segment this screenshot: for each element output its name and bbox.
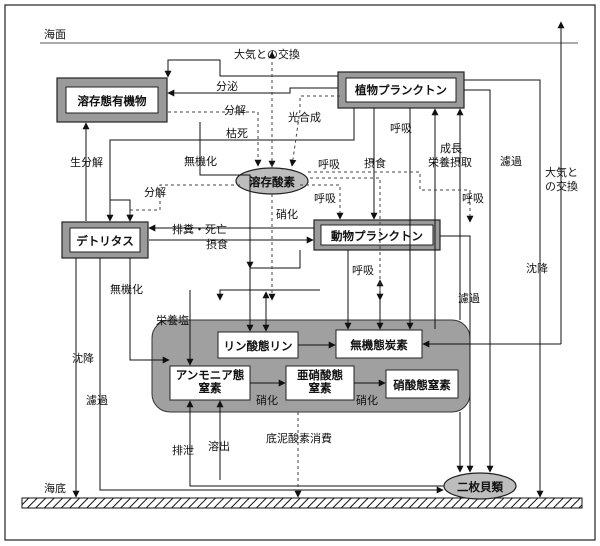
elution-label: 溶出 bbox=[208, 440, 230, 453]
ammonium-label: アンモニア態窒素 bbox=[175, 368, 245, 395]
phosphate-box bbox=[217, 331, 299, 359]
filtration-left-label: 濾過 bbox=[86, 394, 108, 407]
zooplankton-box-inner bbox=[320, 224, 434, 246]
sea-floor-hatch bbox=[21, 497, 583, 509]
phytoplankton-label: 植物プランクトン bbox=[355, 83, 447, 97]
excretion-label: 排泄 bbox=[172, 444, 194, 457]
nitrification-label-1: 硝化 bbox=[256, 394, 278, 407]
ammonium-box bbox=[169, 365, 251, 401]
decomposition-top-label: 分解 bbox=[224, 104, 246, 117]
decomposition-mid-label: 分解 bbox=[144, 186, 166, 199]
sedimentation-left-label: 沈降 bbox=[72, 352, 94, 365]
secretion-label: 分泌 bbox=[216, 80, 238, 93]
bivalves-label: 二枚貝類 bbox=[457, 480, 503, 494]
dissolved-oxygen-label: 溶存酸素 bbox=[249, 175, 295, 189]
nitrite-label: 亜硝酸態窒素 bbox=[297, 368, 343, 395]
respiration-lower-label: 呼吸 bbox=[352, 264, 374, 277]
air-exchange-right-label-2: の交換 bbox=[545, 180, 578, 193]
feeding-label: 摂食 bbox=[206, 238, 228, 251]
zooplankton-label: 動物プランクトン bbox=[331, 229, 423, 243]
sedimentation-right-label: 沈降 bbox=[526, 262, 548, 275]
bio-decomposition-label: 生分解 bbox=[70, 156, 103, 169]
nitrate-label: 硝酸態窒素 bbox=[393, 378, 451, 392]
mineralization-left-label: 無機化 bbox=[110, 283, 143, 296]
detritus-label: デトリタス bbox=[76, 234, 134, 248]
respiration-right-label: 呼吸 bbox=[462, 192, 484, 205]
outer-frame bbox=[4, 4, 596, 541]
dashed-flows bbox=[126, 51, 474, 498]
respiration-zoo-label: 呼吸 bbox=[314, 192, 336, 205]
dom-label: 溶存態有機物 bbox=[77, 94, 147, 108]
nutrients-label: 栄養塩 bbox=[156, 314, 189, 327]
sediment-oxygen-label: 底泥酸素消費 bbox=[266, 432, 332, 445]
sea-surface-label: 海面 bbox=[44, 28, 66, 41]
withering-label: 枯死 bbox=[226, 127, 248, 140]
excretion-death-label: 排糞・死亡 bbox=[172, 223, 227, 236]
nitrification-center-label: 硝化 bbox=[276, 208, 298, 221]
sea-floor-label: 海底 bbox=[44, 482, 66, 495]
filtration-right-label: 濾過 bbox=[500, 155, 522, 168]
phosphate-label: リン酸態リン bbox=[223, 339, 293, 353]
respiration-phyto-label: 呼吸 bbox=[390, 122, 412, 135]
mineralization-top-label: 無機化 bbox=[184, 155, 217, 168]
growth-label-2: 栄養摂取 bbox=[428, 156, 472, 169]
grazing-label: 摂食 bbox=[364, 157, 386, 170]
phytoplankton-box-inner bbox=[345, 77, 457, 103]
growth-label-1: 成長 bbox=[440, 142, 462, 155]
dom-box-inner bbox=[65, 86, 159, 114]
detritus-box-inner bbox=[69, 227, 141, 253]
solid-flows bbox=[72, 21, 565, 498]
air-exchange-top-label: 大気との交換 bbox=[234, 48, 300, 61]
inorganic-carbon-label: 無機態炭素 bbox=[350, 338, 408, 352]
nitrate-box bbox=[385, 369, 459, 399]
photosynthesis-label: 光合成 bbox=[288, 111, 321, 124]
respiration-center-label: 呼吸 bbox=[318, 158, 340, 171]
filtration-mid-label: 濾過 bbox=[458, 292, 480, 305]
nitrification-label-2: 硝化 bbox=[356, 394, 378, 407]
air-exchange-right-label-1: 大気と bbox=[545, 166, 578, 179]
inorganic-carbon-box bbox=[335, 329, 423, 359]
